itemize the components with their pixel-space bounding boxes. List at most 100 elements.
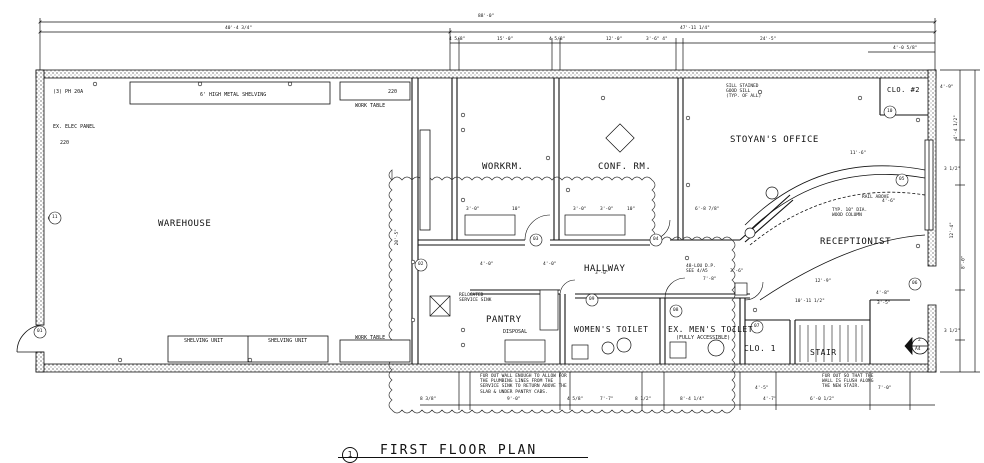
stair-note: FUR OUT SO THAT THE WALL IS FLUSH ALONG … (822, 374, 874, 390)
door-tag-04: 04 (653, 237, 659, 242)
door-tag-09: 09 (589, 297, 595, 302)
dim-4-0-b: 4'-0" (480, 262, 494, 267)
right-dimension-lines (940, 69, 980, 373)
dim-4-5-8-b: 4 5/8" (549, 37, 566, 42)
dim-4-0: 4'-0 5/8" (893, 46, 918, 51)
rail-above-label: RAIL ABOVE (862, 195, 890, 200)
shelving-unit-2-label: SHELVING UNIT (268, 338, 308, 344)
dim-8-1-2: 8 1/2" (635, 397, 652, 402)
dim-4-4: 4'-4 1/2" (953, 115, 959, 140)
phi-20a-label: (3) PH 20A (53, 89, 84, 95)
door-tag-11: 11 (52, 215, 58, 220)
dim-8-4: 8'-4 1/4" (680, 397, 705, 402)
warehouse-furniture (129, 81, 431, 363)
sill-note-label: SILL STAINED GOOD SILL (TYP. OF ALL) (726, 84, 762, 100)
room-label-closet-1: CLO. 1 (744, 344, 776, 353)
door-tag-02: 02 (418, 262, 424, 267)
reception-curves (744, 165, 926, 301)
dim-4-5: 4'-5" (755, 386, 769, 391)
room-label-workroom: WORKRM. (482, 162, 524, 172)
v220-label-b: 220 (388, 89, 398, 95)
dim-11-6: 11'-6" (850, 151, 867, 156)
work-table-top-label: WORK TABLE (355, 103, 386, 109)
dim-4-8: 4'-8" (876, 291, 890, 296)
metal-shelving (129, 81, 331, 105)
door-tag-06: 06 (912, 281, 918, 286)
dim-4-5-8-a: 4 5/8" (449, 37, 466, 42)
column-note-label: TYP. 10" DIA. WOOD COLUMN (832, 208, 868, 219)
stair-treads (799, 325, 863, 362)
see-ref-label: 48-LOU D.P. SEE 4/A5 (686, 264, 716, 275)
disposal-label: DISPOSAL (503, 329, 528, 335)
dim-3-5: 3'-5" (877, 301, 891, 306)
interior-walls (411, 78, 928, 364)
dim-7-8: 7'-8" (703, 277, 717, 282)
room-label-womens-toilet: WOMEN'S TOILET (574, 325, 649, 334)
door-tag-08: 08 (673, 308, 679, 313)
title-underline (338, 457, 588, 458)
dim-9-0: 9'-0" (507, 397, 521, 402)
section-marker-top: 2 (918, 338, 921, 343)
dim-12-0: 12'-0" (606, 37, 623, 42)
top-dimension-lines (38, 18, 937, 70)
electrical-symbols (47, 81, 921, 363)
dim-7-7: 7'-7" (600, 397, 614, 402)
warehouse-door (16, 324, 45, 353)
metal-shelving-label: 6' HIGH METAL SHELVING (200, 92, 267, 98)
dim-3-8-b: 3 1/2" (944, 329, 961, 334)
dim-4-9: 4'-9" (940, 85, 954, 90)
dim-10-b: 10" (627, 207, 636, 212)
office-furniture (429, 123, 779, 363)
room-label-conference: CONF. RM. (598, 162, 652, 172)
relocated-sink-label: RELOCATED SERVICE SINK (459, 293, 492, 304)
room-label-pantry: PANTRY (486, 315, 522, 325)
door-tag-03: 03 (533, 237, 539, 242)
dim-overall: 88'-0" (478, 14, 495, 19)
dim-3-6-b: 3'-6" (730, 269, 744, 274)
dim-10-11: 10'-11 1/2" (795, 299, 825, 304)
room-label-hallway: HALLWAY (584, 264, 626, 274)
room-label-closet-2: CLO. #2 (887, 86, 921, 94)
work-table-bottom (339, 339, 411, 363)
dim-3-6: 3'-6" 4" (646, 37, 668, 42)
door-tag-10: 10 (887, 109, 893, 114)
room-label-mens-toilet: EX. MEN'S TOILET (668, 325, 754, 334)
room-label-receptionist: RECEPTIONIST (820, 237, 892, 247)
dim-3-0-c: 3'-0" (600, 207, 614, 212)
work-table-top (339, 81, 411, 101)
dim-4-0-c: 4'-0" (543, 262, 557, 267)
right-window (924, 139, 934, 231)
dim-3-0-a: 3'-0" (466, 207, 480, 212)
dim-4-5-8-c: 4 5/8" (567, 397, 584, 402)
dim-8-0: 8'-0" (961, 255, 967, 270)
dim-8-3-8: 8 3/8" (420, 397, 437, 402)
drawing-title: FIRST FLOOR PLAN (380, 443, 538, 458)
dim-10-a: 10" (512, 207, 521, 212)
workroom-counter (419, 129, 431, 231)
dim-24-5: 24'-5" (760, 37, 777, 42)
door-tag-07: 07 (754, 324, 760, 329)
dim-7-0: 7'-0" (878, 386, 892, 391)
room-label-office: STOYAN'S OFFICE (730, 135, 819, 145)
pantry-note: FUR OUT WALL ENOUGH TO ALLOW FOR THE PLU… (480, 374, 567, 395)
dim-4-7: 4'-7" (763, 397, 777, 402)
room-label-warehouse: WAREHOUSE (158, 219, 212, 229)
dim-20-5: 20'-5" (394, 229, 400, 246)
section-marker (904, 336, 929, 356)
dim-4-6: 4'-6" (882, 199, 896, 204)
dim-3-8-a: 3 1/2" (944, 167, 961, 172)
dim-6-8: 6'-8 7/8" (695, 207, 720, 212)
room-label-mens-toilet-sub: (FULLY ACCESSIBLE) (676, 335, 731, 341)
v220-label-a: 220 (60, 140, 70, 146)
work-table-bottom-label: WORK TABLE (355, 335, 386, 341)
shelving-unit-1-label: SHELVING UNIT (184, 338, 224, 344)
elec-panel-label: EX. ELEC PANEL (53, 124, 96, 130)
section-marker-bottom: A4 (915, 347, 921, 352)
door-tags (33, 105, 922, 339)
dim-right-segment: 47'-11 1/4" (680, 26, 710, 31)
dim-12-4: 12'-4" (949, 222, 955, 239)
dim-3-0-d: 3'-0" (595, 271, 609, 276)
dim-3-0-b: 3'-0" (573, 207, 587, 212)
dim-6-0: 6'-0 1/2" (810, 397, 835, 402)
